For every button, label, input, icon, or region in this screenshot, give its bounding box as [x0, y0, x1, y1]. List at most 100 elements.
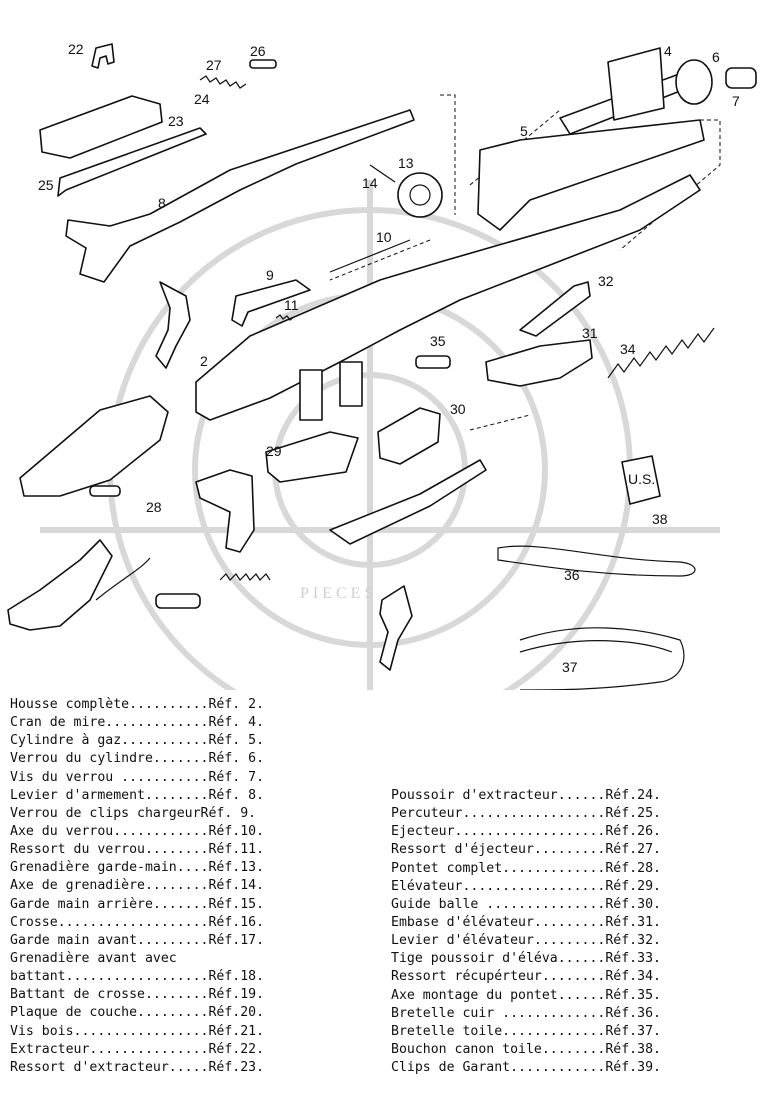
recoil-spring-part: [607, 327, 715, 379]
extractor-part: [91, 43, 115, 69]
legend-entry: Crosse...................Réf.16.: [10, 914, 265, 930]
cylinder-screw-part: [725, 67, 757, 89]
legend-entry: Ressort d'éjecteur.........Réf.27.: [391, 842, 661, 858]
legend-entry: Bretelle toile.............Réf.37.: [391, 1023, 661, 1039]
callout-38: 38: [652, 511, 668, 527]
ejector-part: [249, 59, 277, 69]
buttplate-part: [7, 539, 113, 631]
stock-pin-part: [299, 369, 323, 421]
spring-guide-part: [329, 459, 487, 545]
callout-29: 29: [266, 443, 282, 459]
legend-entry: Ejecteur...................Réf.26.: [391, 824, 661, 840]
cylinder-lock-part: [675, 59, 713, 105]
legend-entry: Ressort récupérteur........Réf.34.: [391, 969, 661, 985]
legend-entry: Cran de mire.............Réf. 4.: [10, 715, 265, 731]
callout-35: 35: [430, 333, 446, 349]
callout-30: 30: [450, 401, 466, 417]
legend-entry: Grenadière garde-main....Réf.13.: [10, 860, 265, 876]
callout-24: 24: [194, 91, 210, 107]
callout-2: 2: [200, 353, 208, 369]
legend-entry: Garde main arrière.......Réf.15.: [10, 896, 265, 912]
handguard-ferrule-part: [397, 172, 443, 218]
legend-entry: Percuteur..................Réf.25.: [391, 806, 661, 822]
callout-7: 7: [732, 93, 740, 109]
callout-31: 31: [582, 325, 598, 341]
gas-cylinder-part: [477, 119, 705, 231]
callout-36: 36: [564, 567, 580, 583]
callout-32: 32: [598, 273, 614, 289]
us-stamp: U.S.: [628, 471, 655, 487]
legend-entry: Pontet complet.............Réf.28.: [391, 860, 661, 876]
callout-13: 13: [398, 155, 414, 171]
front-sight-part: [607, 47, 665, 121]
callout-37: 37: [562, 659, 578, 675]
canvas-sling-part: [519, 627, 685, 690]
firing-pin-part: [57, 127, 207, 197]
follower-part: [155, 281, 191, 369]
latch-spring-part: [275, 314, 295, 321]
callout-26: 26: [250, 43, 266, 59]
legend-entry: battant..................Réf.18.: [10, 969, 265, 985]
bolt-axis-part: [329, 239, 411, 273]
legend-entry: Vis du verrou ...........Réf. 7.: [10, 769, 265, 785]
legend-entry: Axe de grenadière........Réf.14.: [10, 878, 265, 894]
parts-legend-left: Housse complète..........Réf. 2. Cran de …: [10, 696, 264, 1077]
legend-entry: Housse complète..........Réf. 2.: [10, 697, 265, 712]
legend-entry: Bouchon canon toile........Réf.38.: [391, 1041, 661, 1057]
sling-swivel-part: [95, 557, 151, 601]
bolt-part: [39, 95, 163, 159]
trigger-axis-part: [89, 485, 121, 497]
legend-entry: Ressort d'extracteur.....Réf.23.: [10, 1059, 265, 1075]
callout-23: 23: [168, 113, 184, 129]
hammer-spring-part: [219, 573, 271, 581]
callout-14: 14: [362, 175, 378, 191]
muzzle-cap-part: [621, 455, 661, 505]
legend-entry: Verrou de clips chargeurRéf. 9.: [10, 805, 257, 821]
callout-34: 34: [620, 341, 636, 357]
elevator-part: [265, 431, 359, 483]
legend-entry: Tige poussoir d'éléva......Réf.33.: [391, 951, 661, 967]
callout-labels: 2 4 5 6 7 8 9 10 11 13 14 22 23 24 25 26…: [38, 41, 740, 675]
legend-entry: Extracteur...............Réf.22.: [10, 1041, 265, 1057]
callout-10: 10: [376, 229, 392, 245]
bullet-guide-part: [377, 407, 441, 465]
legend-entry: Elévateur..................Réf.29.: [391, 878, 661, 894]
stock-pin-part-b: [339, 361, 363, 407]
callout-5: 5: [520, 123, 528, 139]
legend-entry: Embase d'élévateur.........Réf.31.: [391, 914, 661, 930]
callout-27: 27: [206, 57, 222, 73]
legend-entry: Levier d'élévateur.........Réf.32.: [391, 933, 661, 949]
callout-28: 28: [146, 499, 162, 515]
legend-entry: Plaque de couche.........Réf.20.: [10, 1005, 265, 1021]
legend-entry: Vis bois.................Réf.21.: [10, 1023, 265, 1039]
clip-latch-part: [231, 279, 311, 327]
callout-6: 6: [712, 49, 720, 65]
legend-entry: Garde main avant.........Réf.17.: [10, 932, 265, 948]
legend-entry: Battant de crosse........Réf.19.: [10, 987, 265, 1003]
leather-sling-part: [497, 545, 696, 577]
legend-entry: Axe du verrou............Réf.10.: [10, 823, 265, 839]
elevator-lever-part: [519, 281, 591, 337]
trigger-part: [379, 585, 413, 671]
legend-entry: Clips de Garant............Réf.39.: [391, 1060, 661, 1076]
ferrule-pin-part: [369, 164, 396, 183]
callout-25: 25: [38, 177, 54, 193]
legend-entry: Guide balle ...............Réf.30.: [391, 896, 661, 912]
legend-entry: Bretelle cuir .............Réf.36.: [391, 1005, 661, 1021]
legend-entry: Axe montage du pontet......Réf.35.: [391, 987, 661, 1003]
legend-entry: Verrou du cylindre.......Réf. 6.: [10, 751, 265, 767]
trigger-group-part: [19, 395, 169, 497]
callout-9: 9: [266, 267, 274, 283]
legend-entry: Grenadière avant avec: [10, 950, 177, 966]
legend-entry: Levier d'armement........Réf. 8.: [10, 787, 265, 803]
legend-entry: Ressort du verrou........Réf.11.: [10, 842, 265, 858]
callout-11: 11: [284, 297, 299, 313]
callout-22: 22: [68, 41, 84, 57]
trigger-pin-part: [415, 355, 451, 369]
watermark-text: PIECES: [300, 585, 377, 602]
parts-legend-right: Poussoir d'extracteur......Réf.24.Percut…: [391, 787, 661, 1077]
stock-part: [195, 174, 701, 421]
exploded-parts-diagram: PIECES: [7, 41, 757, 690]
operating-rod-part: [65, 109, 415, 283]
elevator-base-part: [485, 339, 593, 387]
